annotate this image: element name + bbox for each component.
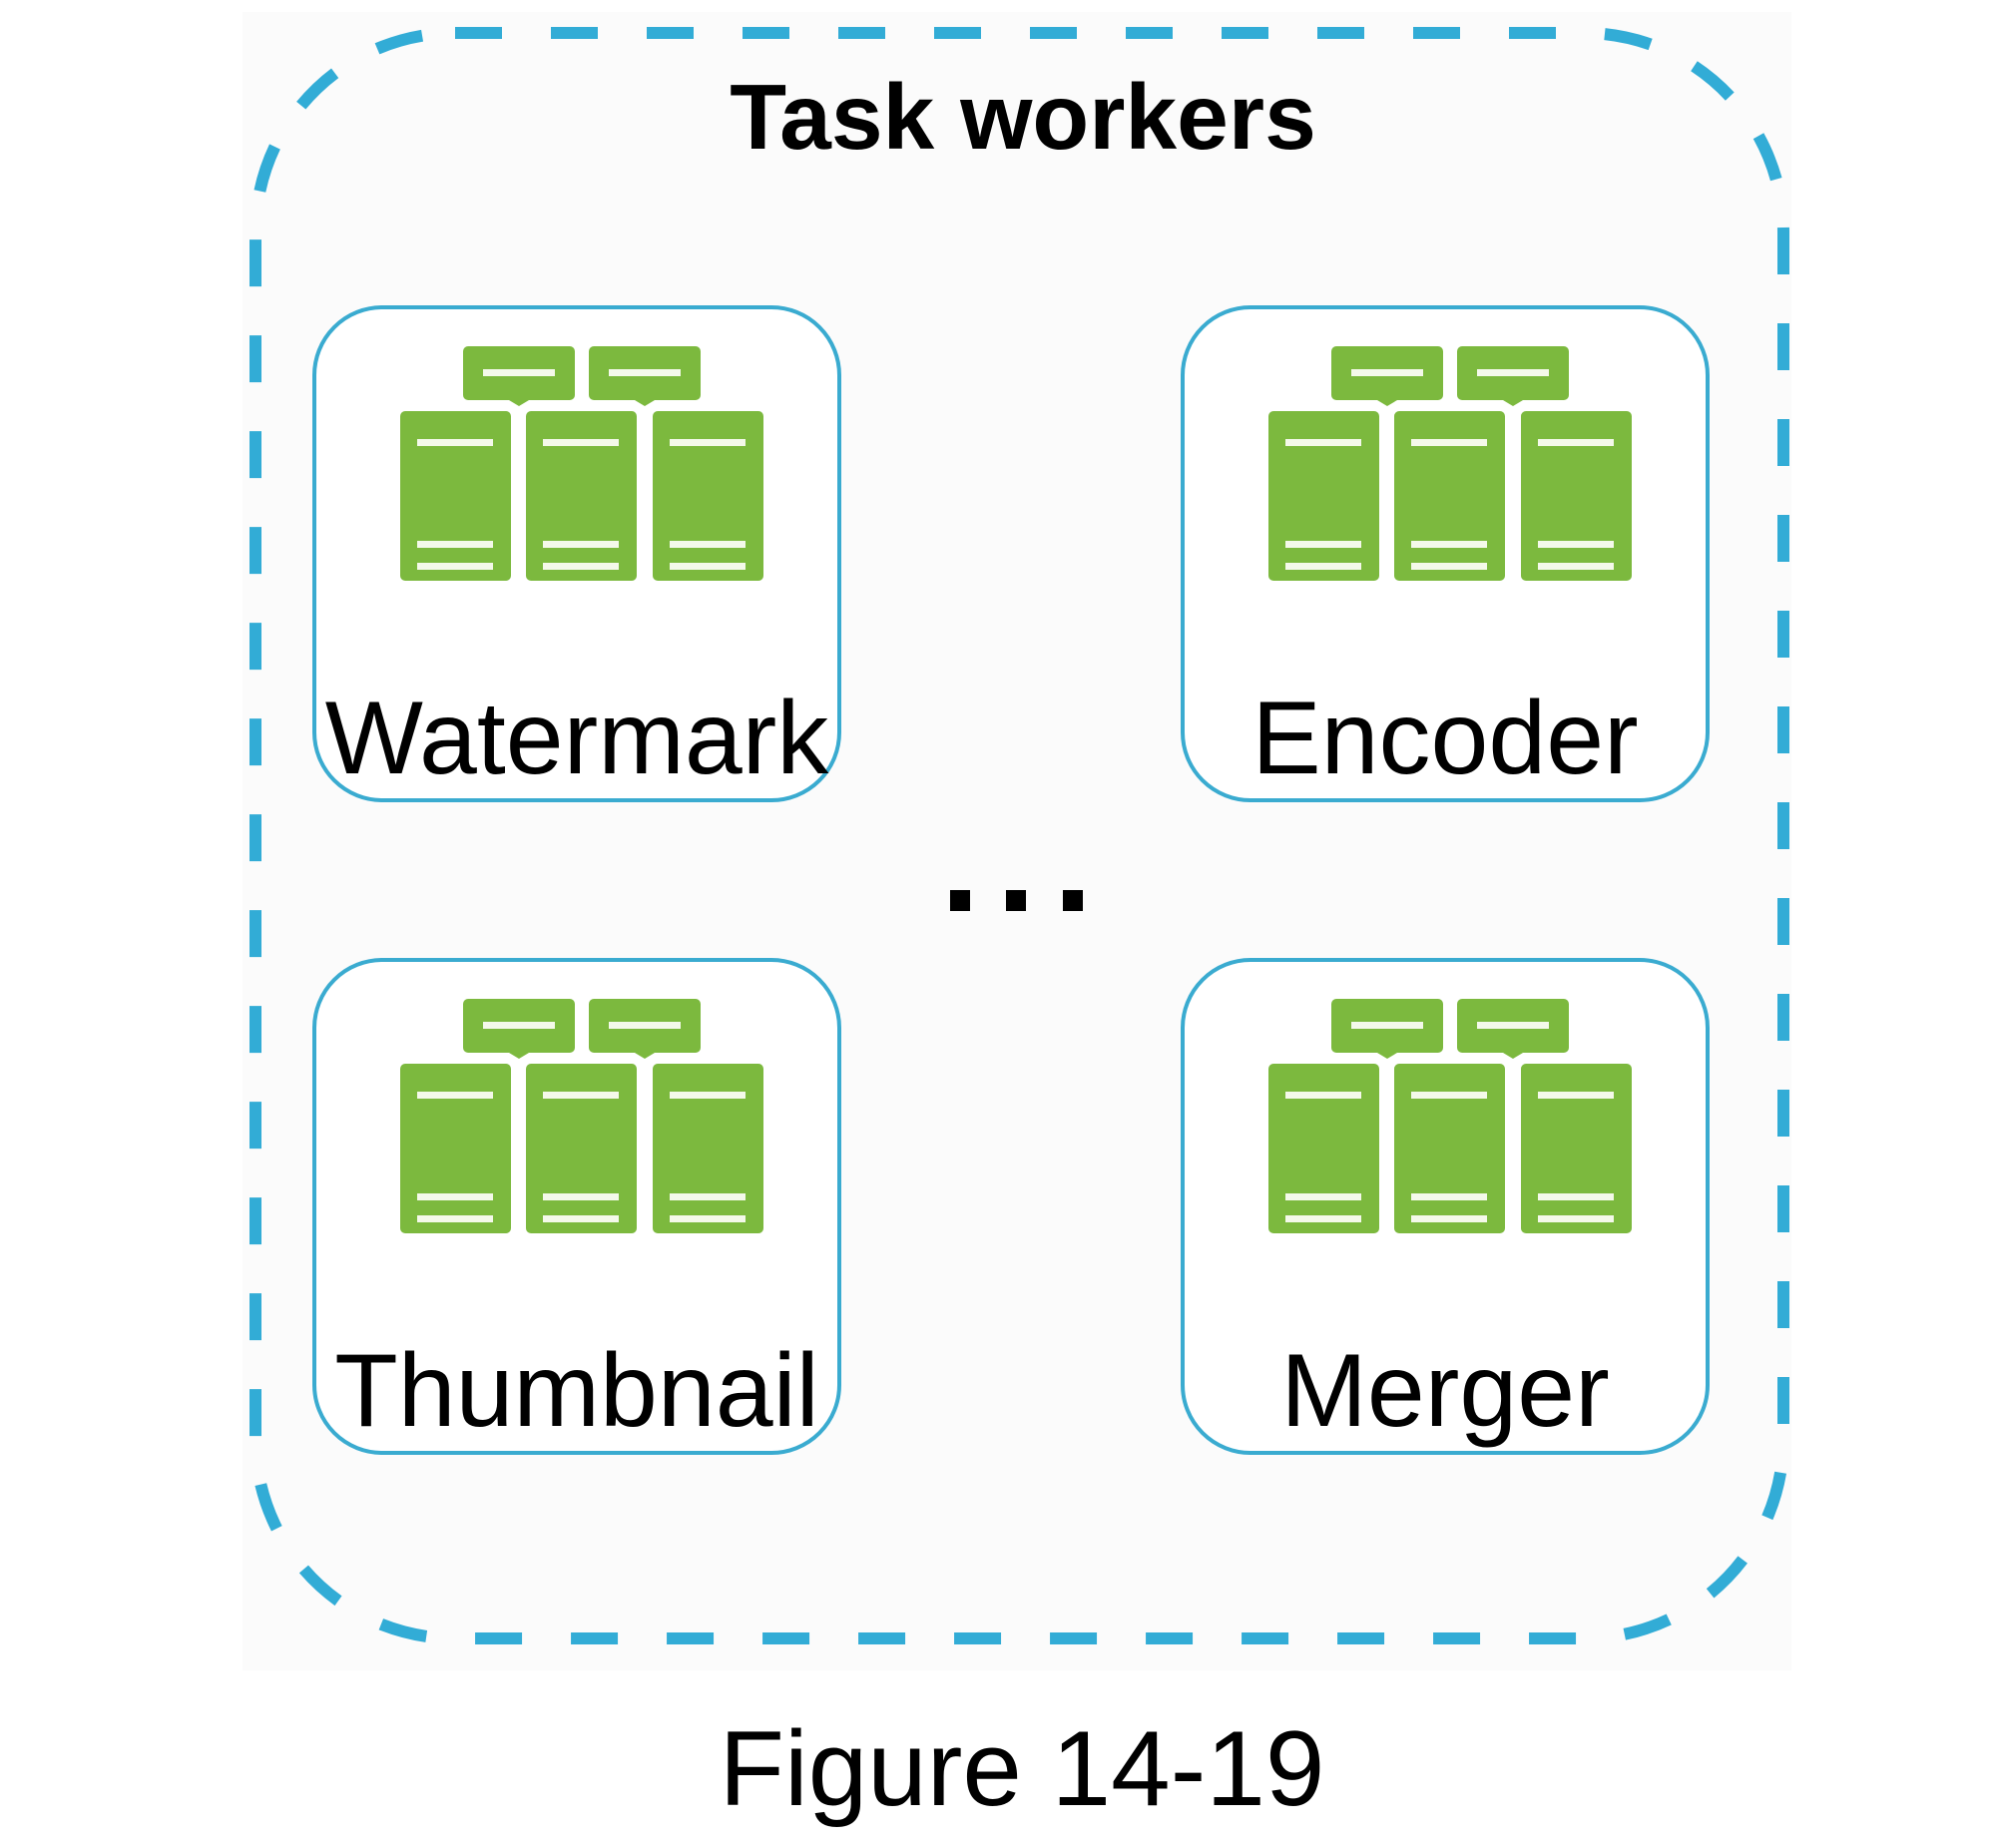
switch-connector xyxy=(635,400,655,406)
worker-label: Thumbnail xyxy=(334,1333,819,1449)
server-tower xyxy=(653,411,763,581)
server-indicator-line xyxy=(417,541,493,548)
worker-box-thumbnail: Thumbnail xyxy=(312,958,841,1455)
server-indicator-line xyxy=(670,1215,746,1222)
switch-connector xyxy=(1377,1053,1397,1059)
server-indicator-line xyxy=(1411,563,1487,570)
server-indicator-line xyxy=(670,541,746,548)
server-indicator-line xyxy=(1411,439,1487,446)
server-tower xyxy=(526,411,637,581)
server-indicator-line xyxy=(417,563,493,570)
switch-indicator-line xyxy=(609,369,681,376)
server-indicator-line xyxy=(1411,1092,1487,1099)
server-indicator-line xyxy=(417,439,493,446)
switch-connector xyxy=(509,1053,529,1059)
server-indicator-line xyxy=(1411,1215,1487,1222)
server-indicator-line xyxy=(543,541,619,548)
server-tower xyxy=(400,1064,511,1233)
worker-box-merger: Merger xyxy=(1181,958,1710,1455)
server-indicator-line xyxy=(670,1092,746,1099)
server-indicator-line xyxy=(417,1215,493,1222)
switch-connector xyxy=(509,400,529,406)
server-cluster-icon xyxy=(400,999,763,1233)
worker-box-watermark: Watermark xyxy=(312,305,841,802)
server-indicator-line xyxy=(1538,541,1614,548)
ellipsis-dot xyxy=(1063,890,1083,911)
server-cluster-icon xyxy=(1268,346,1632,581)
server-tower xyxy=(1521,1064,1632,1233)
switch-indicator-line xyxy=(1477,369,1549,376)
server-tower xyxy=(1268,411,1379,581)
switch-connector xyxy=(1377,400,1397,406)
ellipsis-dot xyxy=(1006,890,1026,911)
server-indicator-line xyxy=(1285,1193,1361,1200)
server-tower xyxy=(400,411,511,581)
server-indicator-line xyxy=(670,1193,746,1200)
server-tower xyxy=(1521,411,1632,581)
switch-indicator-line xyxy=(483,369,555,376)
server-indicator-line xyxy=(1538,1215,1614,1222)
server-indicator-line xyxy=(1538,1193,1614,1200)
figure-caption: Figure 14-19 xyxy=(719,1708,1325,1828)
switch-indicator-line xyxy=(1351,1022,1423,1029)
switch-connector xyxy=(635,1053,655,1059)
server-indicator-line xyxy=(543,439,619,446)
switch-indicator-line xyxy=(1351,369,1423,376)
ellipsis-dot xyxy=(950,890,970,911)
server-tower xyxy=(1268,1064,1379,1233)
server-indicator-line xyxy=(417,1092,493,1099)
switch-indicator-line xyxy=(483,1022,555,1029)
switch-connector xyxy=(1503,1053,1523,1059)
server-tower xyxy=(653,1064,763,1233)
server-indicator-line xyxy=(543,1092,619,1099)
server-tower xyxy=(526,1064,637,1233)
server-indicator-line xyxy=(670,439,746,446)
server-tower xyxy=(1394,411,1505,581)
worker-label: Merger xyxy=(1280,1333,1610,1449)
worker-label: Watermark xyxy=(324,681,829,796)
server-indicator-line xyxy=(1285,439,1361,446)
server-tower xyxy=(1394,1064,1505,1233)
server-indicator-line xyxy=(1285,1092,1361,1099)
group-title: Task workers xyxy=(730,65,1316,169)
server-cluster-icon xyxy=(400,346,763,581)
worker-label: Encoder xyxy=(1251,681,1639,796)
server-indicator-line xyxy=(543,1215,619,1222)
server-indicator-line xyxy=(1538,439,1614,446)
server-indicator-line xyxy=(1538,563,1614,570)
server-indicator-line xyxy=(543,1193,619,1200)
worker-box-encoder: Encoder xyxy=(1181,305,1710,802)
server-indicator-line xyxy=(543,563,619,570)
server-indicator-line xyxy=(1285,1215,1361,1222)
server-indicator-line xyxy=(1411,541,1487,548)
switch-indicator-line xyxy=(609,1022,681,1029)
switch-connector xyxy=(1503,400,1523,406)
switch-indicator-line xyxy=(1477,1022,1549,1029)
server-indicator-line xyxy=(1285,563,1361,570)
server-indicator-line xyxy=(1285,541,1361,548)
server-indicator-line xyxy=(1538,1092,1614,1099)
server-indicator-line xyxy=(670,563,746,570)
server-indicator-line xyxy=(1411,1193,1487,1200)
server-indicator-line xyxy=(417,1193,493,1200)
dashed-group-outline xyxy=(250,27,1789,1644)
server-cluster-icon xyxy=(1268,999,1632,1233)
